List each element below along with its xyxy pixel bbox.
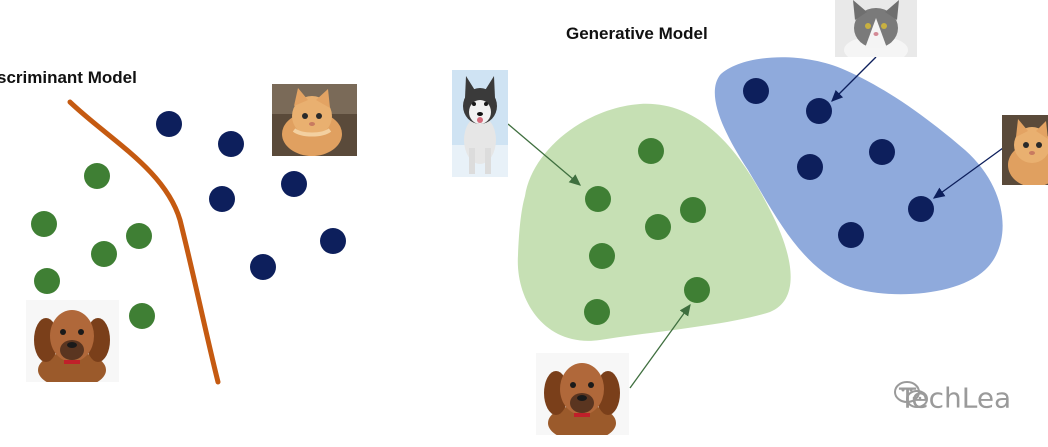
blue-point [250,254,276,280]
blue-point [797,154,823,180]
green-point [84,163,110,189]
blue-point [838,222,864,248]
gray-white-cat-photo [835,0,917,57]
green-point [91,241,117,267]
generative-class-a-points [584,138,710,325]
green-point [638,138,664,164]
blue-point [209,186,235,212]
green-point [584,299,610,325]
green-point [684,277,710,303]
green-point [129,303,155,329]
blue-point [156,111,182,137]
green-point [34,268,60,294]
orange-kitten-photo [272,84,357,156]
green-point [585,186,611,212]
blue-point [869,139,895,165]
watermark: TechLea [893,380,1011,415]
decision-boundary-curve [67,99,221,385]
green-point [645,214,671,240]
green-point [589,243,615,269]
arrow-graycat-to-point [831,56,877,102]
blue-point [908,196,934,222]
blue-point [743,78,769,104]
arrow-puppy-to-point [629,303,691,389]
green-point [31,211,57,237]
blue-point [281,171,307,197]
blue-point [218,131,244,157]
orange-kitten-photo [1002,115,1048,185]
green-point [126,223,152,249]
discriminant-class-a-points [31,163,155,329]
brown-puppy-photo [536,353,629,435]
discriminant-model-title: scriminant Model [0,68,137,87]
blue-point [320,228,346,254]
generative-model-title: Generative Model [566,24,708,43]
arrow-kitten-to-point [932,147,1004,199]
generative-class-b-points [743,78,934,248]
green-point [680,197,706,223]
blue-point [806,98,832,124]
husky-dog-photo [452,70,508,177]
discriminant-class-b-points [156,111,346,280]
arrow-husky-to-point [507,123,581,186]
brown-puppy-photo [26,300,119,382]
generative-region-cats [714,57,1003,295]
